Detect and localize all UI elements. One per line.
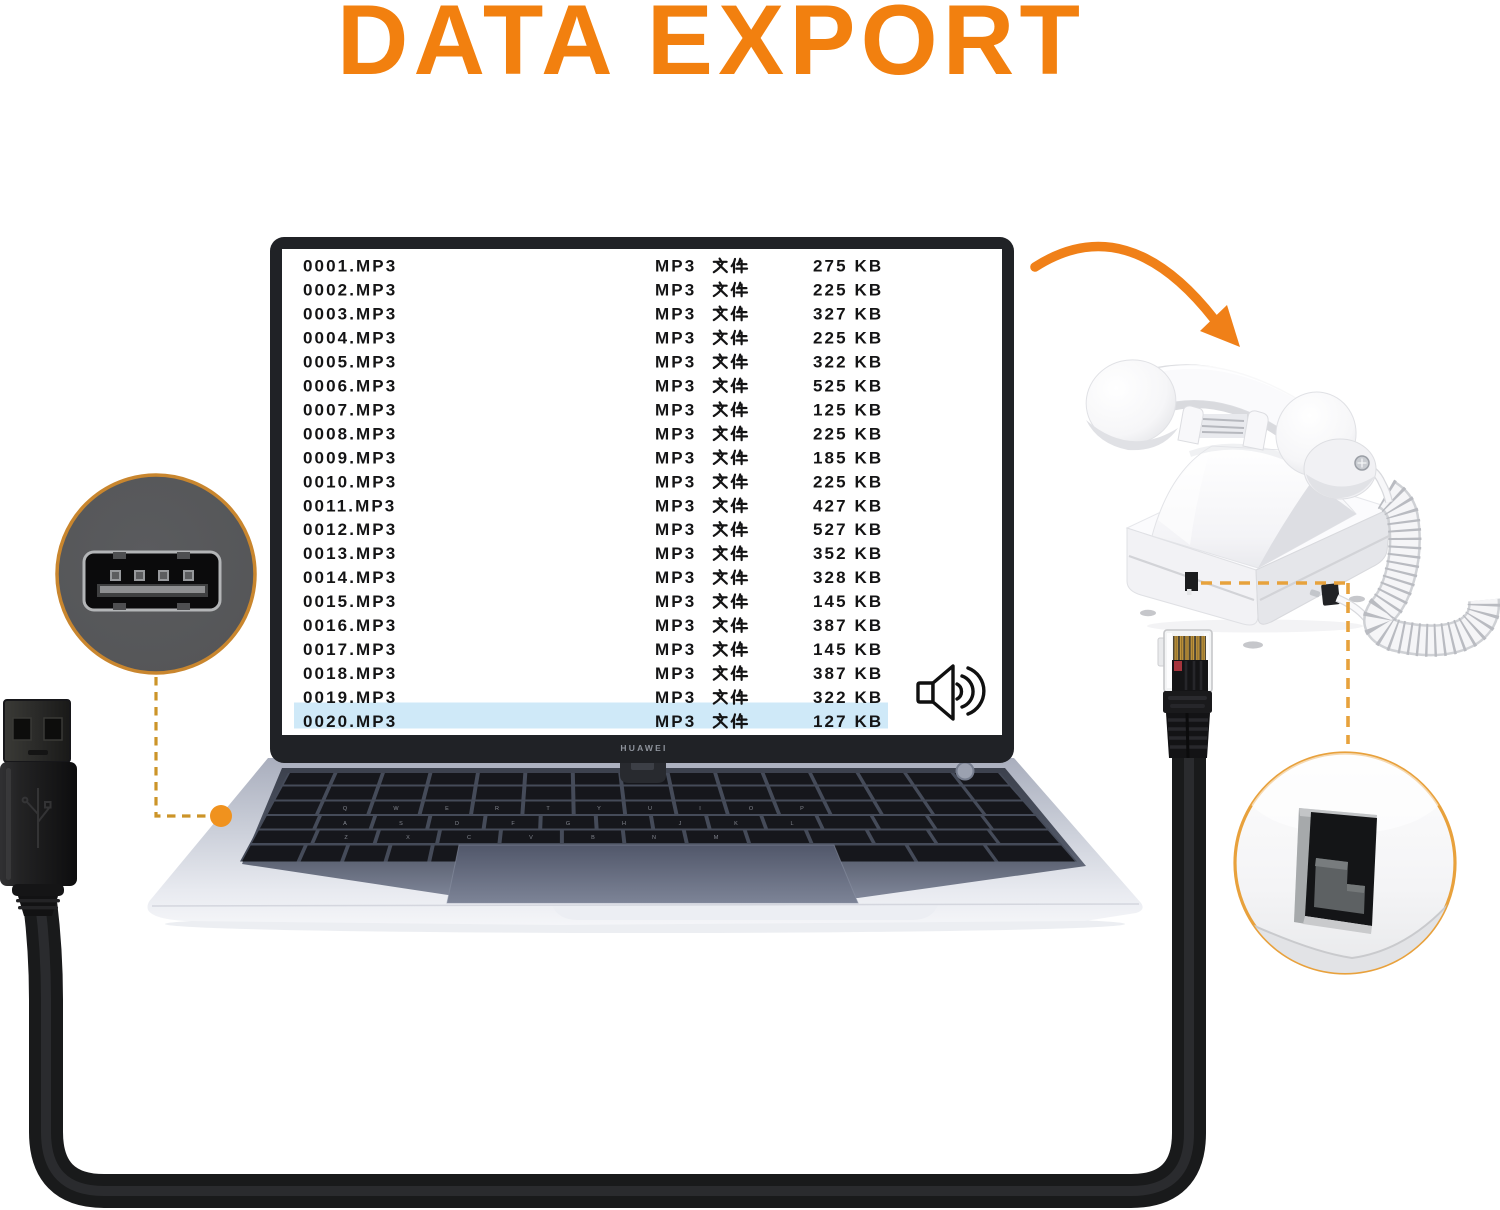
svg-text:P: P	[800, 806, 804, 812]
svg-text:0012.MP3: 0012.MP3	[303, 520, 397, 539]
svg-text:MP3: MP3	[655, 616, 696, 635]
svg-text:0002.MP3: 0002.MP3	[303, 281, 397, 300]
svg-text:0004.MP3: 0004.MP3	[303, 329, 397, 348]
svg-text:387 KB: 387 KB	[813, 616, 883, 635]
svg-text:327 KB: 327 KB	[813, 305, 883, 324]
svg-text:MP3: MP3	[655, 329, 696, 348]
svg-text:O: O	[749, 806, 754, 812]
svg-text:X: X	[406, 835, 410, 841]
svg-text:0015.MP3: 0015.MP3	[303, 592, 397, 611]
svg-text:C: C	[467, 835, 471, 841]
svg-text:0008.MP3: 0008.MP3	[303, 424, 397, 443]
svg-text:225 KB: 225 KB	[813, 281, 883, 300]
svg-text:M: M	[714, 835, 719, 841]
svg-text:MP3: MP3	[655, 352, 696, 371]
svg-text:L: L	[790, 821, 793, 827]
svg-text:Y: Y	[597, 806, 601, 812]
svg-text:H: H	[622, 821, 626, 827]
svg-text:U: U	[648, 806, 652, 812]
svg-text:145 KB: 145 KB	[813, 640, 883, 659]
svg-text:Q: Q	[343, 806, 348, 812]
svg-text:K: K	[734, 821, 738, 827]
svg-text:0020.MP3: 0020.MP3	[303, 712, 397, 731]
svg-text:J: J	[679, 821, 682, 827]
svg-text:322 KB: 322 KB	[813, 352, 883, 371]
svg-text:I: I	[699, 806, 701, 812]
svg-text:MP3: MP3	[655, 400, 696, 419]
svg-text:W: W	[393, 806, 399, 812]
svg-text:MP3: MP3	[655, 376, 696, 395]
svg-text:MP3: MP3	[655, 664, 696, 683]
svg-text:0014.MP3: 0014.MP3	[303, 568, 397, 587]
svg-text:127 KB: 127 KB	[813, 712, 883, 731]
svg-text:DATA EXPORT: DATA EXPORT	[337, 0, 1085, 95]
svg-text:322 KB: 322 KB	[813, 688, 883, 707]
svg-text:0017.MP3: 0017.MP3	[303, 640, 397, 659]
svg-text:0001.MP3: 0001.MP3	[303, 257, 397, 276]
svg-text:MP3: MP3	[655, 257, 696, 276]
svg-text:0018.MP3: 0018.MP3	[303, 664, 397, 683]
svg-text:328 KB: 328 KB	[813, 568, 883, 587]
svg-text:R: R	[495, 806, 499, 812]
svg-text:A: A	[343, 821, 347, 827]
svg-text:185 KB: 185 KB	[813, 448, 883, 467]
svg-text:MP3: MP3	[655, 424, 696, 443]
svg-text:MP3: MP3	[655, 544, 696, 563]
svg-text:MP3: MP3	[655, 305, 696, 324]
svg-text:225 KB: 225 KB	[813, 424, 883, 443]
svg-text:225 KB: 225 KB	[813, 329, 883, 348]
svg-text:T: T	[546, 806, 550, 812]
svg-text:MP3: MP3	[655, 640, 696, 659]
svg-text:MP3: MP3	[655, 448, 696, 467]
svg-text:HUAWEI: HUAWEI	[620, 743, 667, 753]
svg-text:145 KB: 145 KB	[813, 592, 883, 611]
svg-text:S: S	[399, 821, 403, 827]
svg-text:387 KB: 387 KB	[813, 664, 883, 683]
svg-text:0010.MP3: 0010.MP3	[303, 472, 397, 491]
svg-text:MP3: MP3	[655, 520, 696, 539]
svg-text:N: N	[652, 835, 656, 841]
svg-text:427 KB: 427 KB	[813, 496, 883, 515]
svg-text:MP3: MP3	[655, 712, 696, 731]
svg-text:G: G	[566, 821, 570, 827]
svg-text:F: F	[511, 821, 515, 827]
svg-text:Z: Z	[344, 835, 348, 841]
svg-text:B: B	[591, 835, 595, 841]
svg-text:MP3: MP3	[655, 568, 696, 587]
svg-text:D: D	[455, 821, 459, 827]
svg-text:225 KB: 225 KB	[813, 472, 883, 491]
svg-text:MP3: MP3	[655, 472, 696, 491]
svg-text:352 KB: 352 KB	[813, 544, 883, 563]
svg-text:0011.MP3: 0011.MP3	[303, 496, 396, 515]
svg-text:MP3: MP3	[655, 592, 696, 611]
svg-text:E: E	[445, 806, 449, 812]
svg-text:275 KB: 275 KB	[813, 257, 883, 276]
svg-text:0005.MP3: 0005.MP3	[303, 352, 397, 371]
svg-text:V: V	[529, 835, 533, 841]
svg-text:0007.MP3: 0007.MP3	[303, 400, 397, 419]
svg-text:0016.MP3: 0016.MP3	[303, 616, 397, 635]
svg-text:0019.MP3: 0019.MP3	[303, 688, 397, 707]
svg-text:0009.MP3: 0009.MP3	[303, 448, 397, 467]
svg-text:MP3: MP3	[655, 496, 696, 515]
svg-text:125 KB: 125 KB	[813, 400, 883, 419]
svg-text:0013.MP3: 0013.MP3	[303, 544, 397, 563]
svg-text:0003.MP3: 0003.MP3	[303, 305, 397, 324]
svg-text:MP3: MP3	[655, 281, 696, 300]
svg-text:527 KB: 527 KB	[813, 520, 883, 539]
svg-text:525 KB: 525 KB	[813, 376, 883, 395]
svg-text:MP3: MP3	[655, 688, 696, 707]
svg-text:0006.MP3: 0006.MP3	[303, 376, 397, 395]
